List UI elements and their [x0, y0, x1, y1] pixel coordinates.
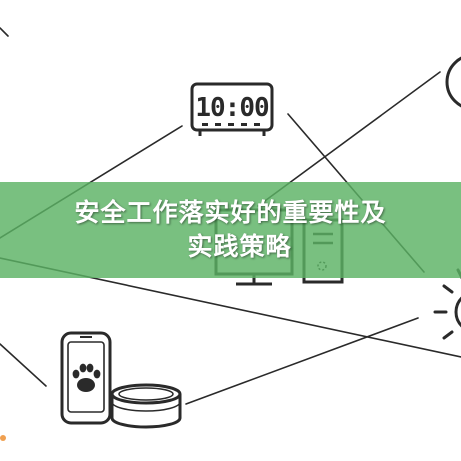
accent-dot: [0, 435, 6, 441]
title-line-2: 实践策略: [187, 232, 292, 261]
food-can-icon: [110, 383, 182, 429]
digital-clock-icon: 10:00: [190, 82, 274, 136]
smartphone-paw-icon: [60, 331, 112, 425]
article-title: 安全工作落实好的重要性及 实践策略: [0, 196, 461, 264]
title-banner: [0, 182, 461, 278]
paw-icon: [72, 363, 101, 392]
sun-icon: [433, 268, 461, 340]
wall-clock-icon: [445, 56, 461, 108]
title-line-1: 安全工作落实好的重要性及: [74, 198, 387, 227]
clock-display: 10:00: [195, 93, 269, 123]
